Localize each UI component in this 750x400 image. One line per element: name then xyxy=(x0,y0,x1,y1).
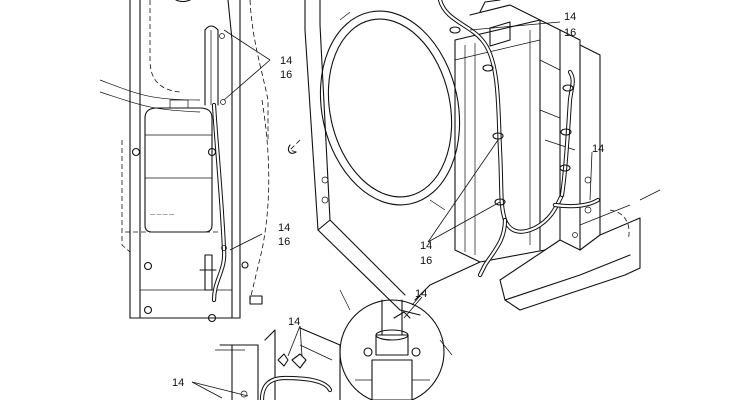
callout-left-middle-a: 14 xyxy=(278,222,290,234)
detail-leader-lines xyxy=(339,289,453,356)
callout-center-a: 14 xyxy=(420,240,432,252)
radiator-hose-routing xyxy=(437,0,601,278)
left-bolts xyxy=(131,0,263,323)
callout-center-b: 16 xyxy=(420,255,432,267)
radiator-shroud xyxy=(287,0,461,316)
callout-bottom-center-a: 14 xyxy=(288,316,300,328)
left-frame-rails xyxy=(99,0,241,319)
callout-top-right-a: 14 xyxy=(564,11,576,23)
callout-right-middle-a: 14 xyxy=(592,143,604,155)
detail-circle xyxy=(339,299,445,400)
radiator-side-panel xyxy=(539,29,601,251)
left-bracket-dashed xyxy=(121,0,270,301)
callout-bottom-left-a: 14 xyxy=(172,377,184,389)
callouts: 14 16 14 16 14 16 14 14 16 14 14 14 xyxy=(172,11,604,389)
callout-top-right-b: 16 xyxy=(564,27,576,39)
lower-left-assembly xyxy=(215,327,341,400)
leader-lines xyxy=(191,21,593,399)
callout-left-upper-a: 14 xyxy=(280,55,292,67)
left-hose-tube xyxy=(199,25,227,303)
radiator-core xyxy=(454,0,561,263)
coolant-tank: — — — — xyxy=(144,99,213,233)
svg-text:— — — —: — — — — xyxy=(150,212,174,218)
callout-left-middle-b: 16 xyxy=(278,236,290,248)
callout-detail-a: 14 xyxy=(415,288,427,300)
frame-rails-right xyxy=(414,189,661,311)
callout-left-upper-b: 16 xyxy=(280,69,292,81)
